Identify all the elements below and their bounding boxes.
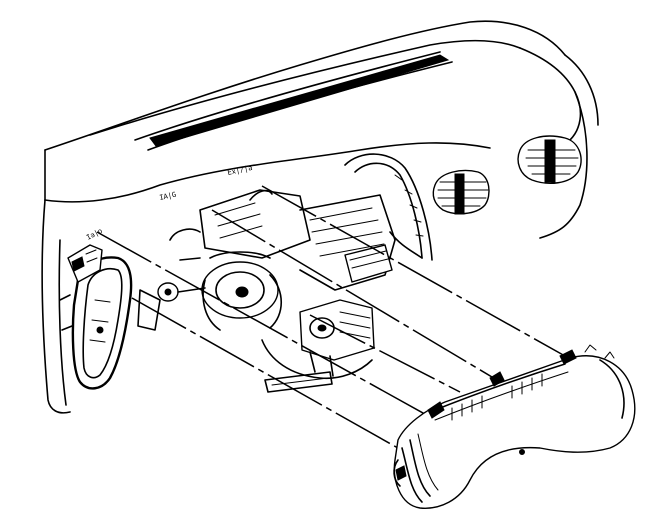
- instrument-cluster: [393, 344, 636, 509]
- label-ex-a: Ex|/|a: [227, 164, 253, 177]
- part-labels: IA|G Ia|o Ex|/|a: [85, 164, 253, 242]
- defroster-grille: [134, 51, 453, 151]
- cluster-opening-bezel: [344, 153, 433, 261]
- center-right-air-vent: [432, 169, 490, 215]
- left-switch-panel: [59, 244, 103, 331]
- alignment-leader-lines: [96, 185, 566, 453]
- left-vent-bezel: [71, 256, 133, 390]
- switch-stalk-left: [157, 282, 206, 302]
- steering-column: [201, 251, 282, 331]
- dashboard-top-surface: [41, 20, 599, 414]
- right-air-vent: [517, 135, 582, 184]
- label-ia-g: IA|G: [159, 191, 177, 202]
